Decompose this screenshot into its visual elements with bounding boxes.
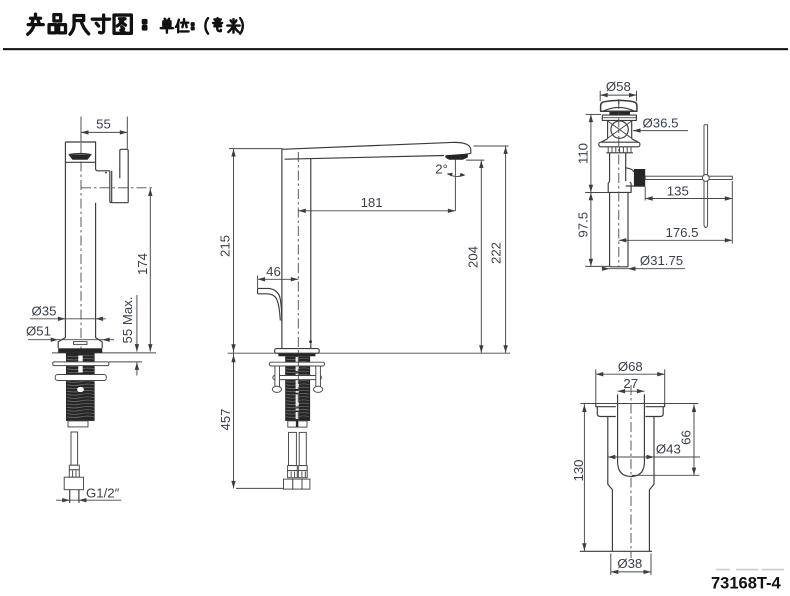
svg-text:27: 27 [623, 376, 638, 391]
svg-text:2°: 2° [435, 161, 448, 176]
svg-text:G1/2″: G1/2″ [86, 485, 120, 500]
svg-text:181: 181 [361, 195, 383, 210]
svg-text:55 Max.: 55 Max. [120, 297, 135, 344]
svg-text:Ø43: Ø43 [656, 441, 681, 456]
svg-text:174: 174 [135, 253, 150, 275]
svg-text:55: 55 [96, 116, 111, 131]
svg-text:97.5: 97.5 [575, 212, 590, 238]
svg-text:Ø35: Ø35 [32, 304, 57, 319]
svg-text:73168T-4: 73168T-4 [711, 575, 782, 593]
svg-text:176.5: 176.5 [665, 225, 698, 240]
svg-text:215: 215 [217, 235, 232, 257]
svg-text:Ø58: Ø58 [606, 79, 631, 94]
svg-text:222: 222 [489, 242, 504, 264]
svg-text:130: 130 [571, 459, 586, 481]
svg-text:110: 110 [575, 143, 590, 164]
svg-text:135: 135 [667, 183, 689, 198]
svg-text:Ø31.75: Ø31.75 [640, 253, 683, 268]
svg-text:457: 457 [218, 408, 233, 430]
svg-text:Ø38: Ø38 [617, 556, 642, 571]
svg-text:Ø68: Ø68 [618, 359, 643, 374]
svg-text:46: 46 [266, 264, 281, 279]
svg-text:204: 204 [466, 246, 481, 268]
svg-text:66: 66 [679, 430, 694, 445]
svg-text:Ø51: Ø51 [26, 324, 51, 339]
svg-text:Ø36.5: Ø36.5 [643, 115, 679, 130]
